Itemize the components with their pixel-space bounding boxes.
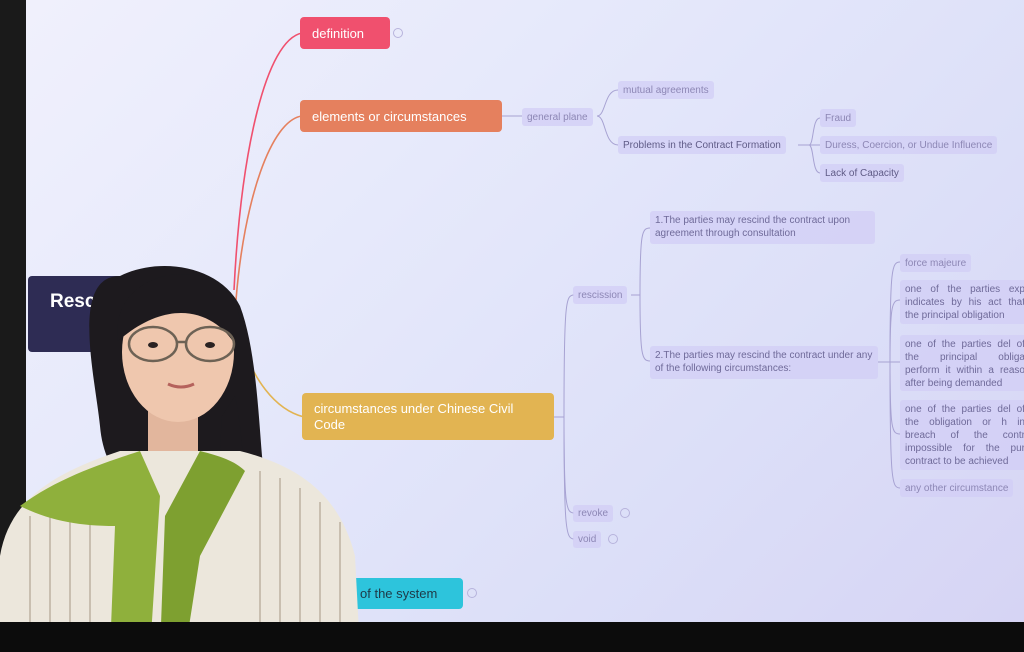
node-rescission-item-2[interactable]: 2.The parties may rescind the contract u… (650, 346, 878, 379)
node-any-other-circumstance-label: any other circumstance (905, 482, 1009, 494)
collapse-toggle-void[interactable] (608, 534, 618, 544)
branch-system-label: of the system (360, 586, 438, 601)
node-force-majeure-label: force majeure (905, 257, 967, 269)
node-mutual-agreements[interactable]: mutual agreements (618, 81, 714, 99)
node-problems-formation[interactable]: Problems in the Contract Formation (618, 136, 786, 154)
node-circumstance-delay-label: one of the parties del of the principal … (905, 339, 1024, 389)
node-rescission-label: rescission (578, 289, 623, 301)
node-lack-of-capacity[interactable]: Lack of Capacity (820, 164, 904, 182)
node-general-plane[interactable]: general plane (522, 108, 593, 126)
node-revoke-label: revoke (578, 508, 609, 519)
node-force-majeure[interactable]: force majeure (900, 254, 972, 272)
collapse-toggle-system[interactable] (467, 588, 477, 598)
branch-system[interactable]: of the system (348, 578, 463, 609)
collapse-toggle-definition[interactable] (393, 28, 403, 38)
node-circumstance-breach-label: one of the parties del of the obligation… (905, 404, 1024, 467)
node-any-other-circumstance[interactable]: any other circumstance (900, 479, 1014, 497)
branch-definition-label: definition (312, 25, 365, 41)
node-rescission[interactable]: rescission (573, 286, 628, 304)
branch-definition[interactable]: definition (300, 17, 390, 49)
node-circumstance-delay[interactable]: one of the parties del of the principal … (900, 335, 1024, 391)
node-circumstance-express-repudiation-label: one of the parties exp indicates by his … (905, 284, 1024, 321)
connector-elements (235, 115, 303, 301)
node-void-label: void (578, 534, 597, 545)
node-problems-formation-label: Problems in the Contract Formation (623, 139, 781, 151)
node-void[interactable]: void (573, 531, 602, 548)
node-rescission-item-1[interactable]: 1.The parties may rescind the contract u… (650, 211, 875, 244)
node-fraud[interactable]: Fraud (820, 109, 857, 127)
collapse-toggle-revoke[interactable] (620, 508, 630, 518)
node-rescission-item-2-label: 2.The parties may rescind the contract u… (655, 350, 873, 374)
node-revoke[interactable]: revoke (573, 505, 614, 522)
node-circumstance-breach[interactable]: one of the parties del of the obligation… (900, 400, 1024, 470)
branch-chinese-code-label: circumstances under Chinese Civil Code (314, 400, 514, 432)
presenter-figure (0, 266, 360, 652)
monitor-bezel-bottom (0, 622, 1024, 652)
connector-definition (233, 32, 303, 291)
node-general-plane-label: general plane (527, 111, 588, 123)
branch-elements[interactable]: elements or circumstances (300, 100, 502, 132)
node-duress-label: Duress, Coercion, or Undue Influence (825, 139, 993, 151)
branch-elements-label: elements or circumstances (312, 108, 467, 124)
node-lack-of-capacity-label: Lack of Capacity (825, 167, 899, 179)
node-fraud-label: Fraud (825, 112, 852, 124)
node-rescission-item-1-label: 1.The parties may rescind the contract u… (655, 215, 851, 239)
branch-chinese-code[interactable]: circumstances under Chinese Civil Code (302, 393, 554, 440)
node-circumstance-express-repudiation[interactable]: one of the parties exp indicates by his … (900, 280, 1024, 324)
root-topic-line1: Resci (50, 291, 101, 312)
node-duress[interactable]: Duress, Coercion, or Undue Influence (820, 136, 998, 154)
node-mutual-agreements-label: mutual agreements (623, 84, 709, 96)
